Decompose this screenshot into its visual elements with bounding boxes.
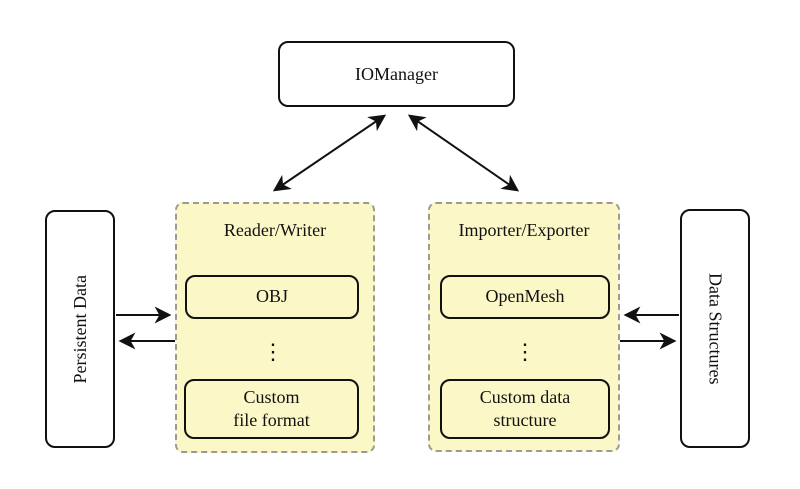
node-custom-data-structure: Custom data structure [440,379,610,439]
node-obj-label: OBJ [255,286,288,307]
node-custom-file-format: Custom file format [184,379,359,439]
node-openmesh-label: OpenMesh [485,286,565,307]
edge-iomanager-importerexporter [407,114,520,192]
node-data-structures: Data Structures [680,209,750,448]
reader-writer-ellipsis: ⋮ [262,339,284,364]
node-iomanager: IOManager [278,41,515,107]
node-obj: OBJ [185,275,359,319]
node-iomanager-label: IOManager [355,63,438,84]
node-custom-file-format-label: Custom file format [233,386,310,430]
group-importer-exporter: Importer/Exporter OpenMesh ⋮ Custom data… [428,202,620,452]
group-importer-exporter-label: Importer/Exporter [458,220,590,240]
edge-iomanager-readerwriter [272,114,387,192]
node-persistent-data: Persistent Data [45,210,115,448]
node-persistent-data-label: Persistent Data [69,274,90,384]
importer-exporter-ellipsis: ⋮ [514,339,536,364]
group-reader-writer: Reader/Writer OBJ ⋮ Custom file format [175,202,375,453]
node-openmesh: OpenMesh [440,275,610,319]
node-custom-data-structure-label: Custom data structure [479,386,571,430]
node-data-structures-label: Data Structures [705,272,726,385]
group-reader-writer-label: Reader/Writer [223,220,327,240]
